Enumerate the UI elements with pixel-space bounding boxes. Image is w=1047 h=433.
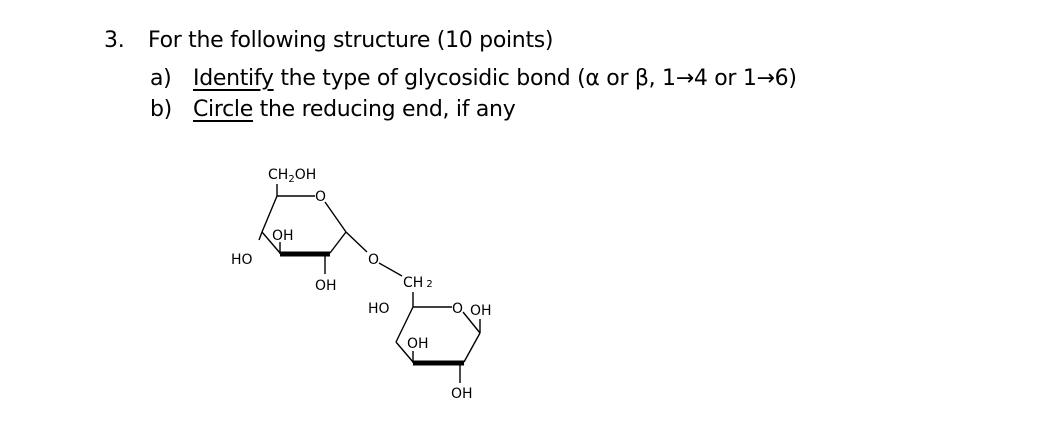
ring2-ring-oxygen: O (452, 301, 463, 317)
ring2-bond-c5-c4 (395, 306, 414, 343)
ring2-oh-mid: OH (407, 336, 429, 352)
ring1-bond-c4-c3 (261, 231, 281, 254)
glycosidic-bond-c1-o (345, 231, 368, 253)
ring1-ring-oxygen: O (315, 189, 326, 205)
ring2-bond-c4-c3 (395, 341, 414, 363)
part-a-label: a) (150, 66, 172, 91)
glycosidic-oxygen: O (368, 252, 379, 268)
ring1-bond-o-c1 (324, 201, 347, 233)
ring1-oh-bottom: OH (315, 278, 337, 294)
question-title: For the following structure (10 points) (148, 28, 554, 53)
ring2-oh-anomeric: OH (470, 303, 492, 319)
question-number: 3. (104, 28, 125, 53)
ring2-ho-left: HO (368, 301, 390, 317)
part-a-rest: the type of glycosidic bond (α or β, 1→4… (273, 66, 797, 91)
part-b-keyword: Circle (193, 97, 253, 122)
part-b-label: b) (150, 97, 172, 122)
part-a-keyword: Identify (193, 66, 274, 91)
ring1-oh-top: OH (272, 228, 294, 244)
ring2-bond-o-c1 (462, 311, 481, 334)
ring1-bond-c5-c4 (261, 195, 278, 233)
ring-1: CH2OH O OH HO OH (231, 167, 347, 294)
part-b-text: Circle the reducing end, if any (193, 97, 516, 122)
part-a-text: Identify the type of glycosidic bond (α … (193, 68, 797, 90)
glycosidic-linkage: O (345, 231, 403, 277)
ring2-bond-c2-c1 (463, 332, 481, 363)
glycosidic-bond-o-ch2 (378, 262, 403, 277)
ring1-ho-left-bond (258, 231, 263, 241)
ring2-oh-bottom: OH (451, 386, 473, 402)
part-b-rest: the reducing end, if any (252, 97, 516, 122)
ring1-ho-left: HO (231, 252, 253, 268)
ring1-bond-c2-c1 (329, 231, 347, 254)
ring1-ch2oh-label: CH2OH (268, 167, 316, 185)
